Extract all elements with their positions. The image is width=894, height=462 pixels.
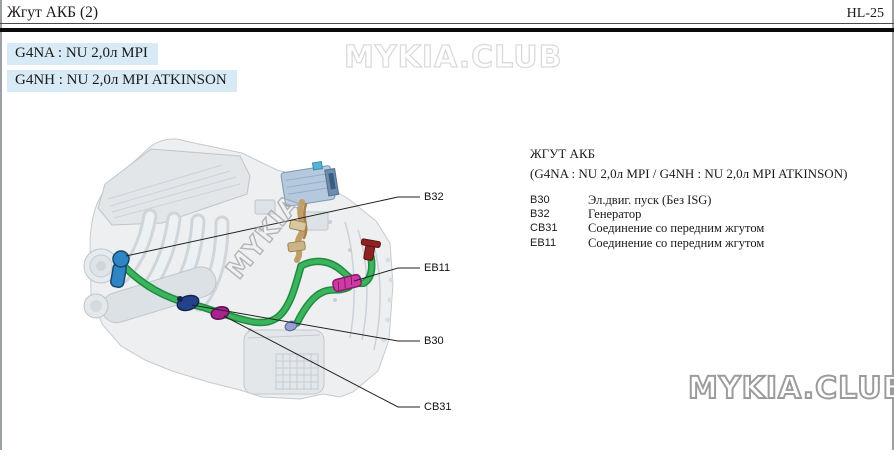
header-rule-thin [0,23,894,24]
battery-cable-tan [287,199,308,263]
callout-label-eb11: EB11 [424,262,451,274]
legend-description: Соединение со передним жгутом [588,221,765,236]
connector-b30 [176,294,200,312]
tan-connector-1 [289,219,307,232]
leader-b30 [191,304,420,342]
legend-code: B32 [530,208,550,221]
variant-tag-g4na: G4NA : NU 2,0л MPI [7,43,158,65]
lower-pulley-hub [90,300,102,312]
fuse-box-teal-clip [311,161,324,171]
legend-description: Генератор [588,207,642,222]
connector-b32 [110,250,130,288]
legend-row: B30 Эл.двиг. пуск (Без ISG) [530,193,890,207]
leader-lines [125,196,420,408]
header-rule-thick [0,28,894,32]
connector-eb11 [332,273,362,293]
block-detail-2 [254,199,276,215]
legend-description: Соединение со передним жгутом [588,235,765,250]
legend-code: B30 [530,194,550,206]
variant-label: G4NA : NU 2,0л MPI [15,45,148,61]
page-number: HL-25 [846,6,884,21]
callout-label-b30: B30 [424,335,444,347]
tan-cable-main [294,199,306,263]
valve-cover-ribs [107,164,241,219]
legend-row: B32 Генератор [530,207,890,221]
pulley-hub [96,261,106,271]
legend-title: ЖГУТ АКБ [530,146,596,161]
leader-cb31 [223,315,420,408]
oil-pan-lip [247,334,321,339]
variant-tag-g4nh: G4NH : NU 2,0л MPI ATKINSON [7,70,237,92]
leader-b32 [125,196,420,257]
legend-items: B30 Эл.двиг. пуск (Без ISG) B32 Генерато… [530,193,890,250]
connector-red [360,238,381,261]
tan-connector-2 [287,240,306,253]
block-bolts [248,220,352,332]
callout-label-b32: B32 [424,191,444,203]
tan-cable-strand [302,202,308,240]
legend-code: EB11 [530,236,557,249]
legend-code: CB31 [530,222,558,235]
legend-row: EB11 Соединение со передним жгутом [530,236,890,250]
fuse-box-slot [328,172,336,190]
legend-description: Эл.двиг. пуск (Без ISG) [588,193,712,207]
callout-label-cb31: CB31 [424,401,452,413]
harness-legend: ЖГУТ АКБ (G4NA : NU 2,0л MPI / G4NH : NU… [530,146,890,250]
fuse-box-lines [285,173,330,195]
legend-row: CB31 Соединение со передним жгутом [530,221,890,235]
leader-eb11 [353,267,420,282]
page-title: Жгут АКБ (2) [7,4,99,21]
battery-fuse-box [280,161,340,207]
legend-subtitle: (G4NA : NU 2,0л MPI / G4NH : NU 2,0л MPI… [530,166,848,181]
variant-label: G4NH : NU 2,0л MPI ATKINSON [15,72,227,88]
